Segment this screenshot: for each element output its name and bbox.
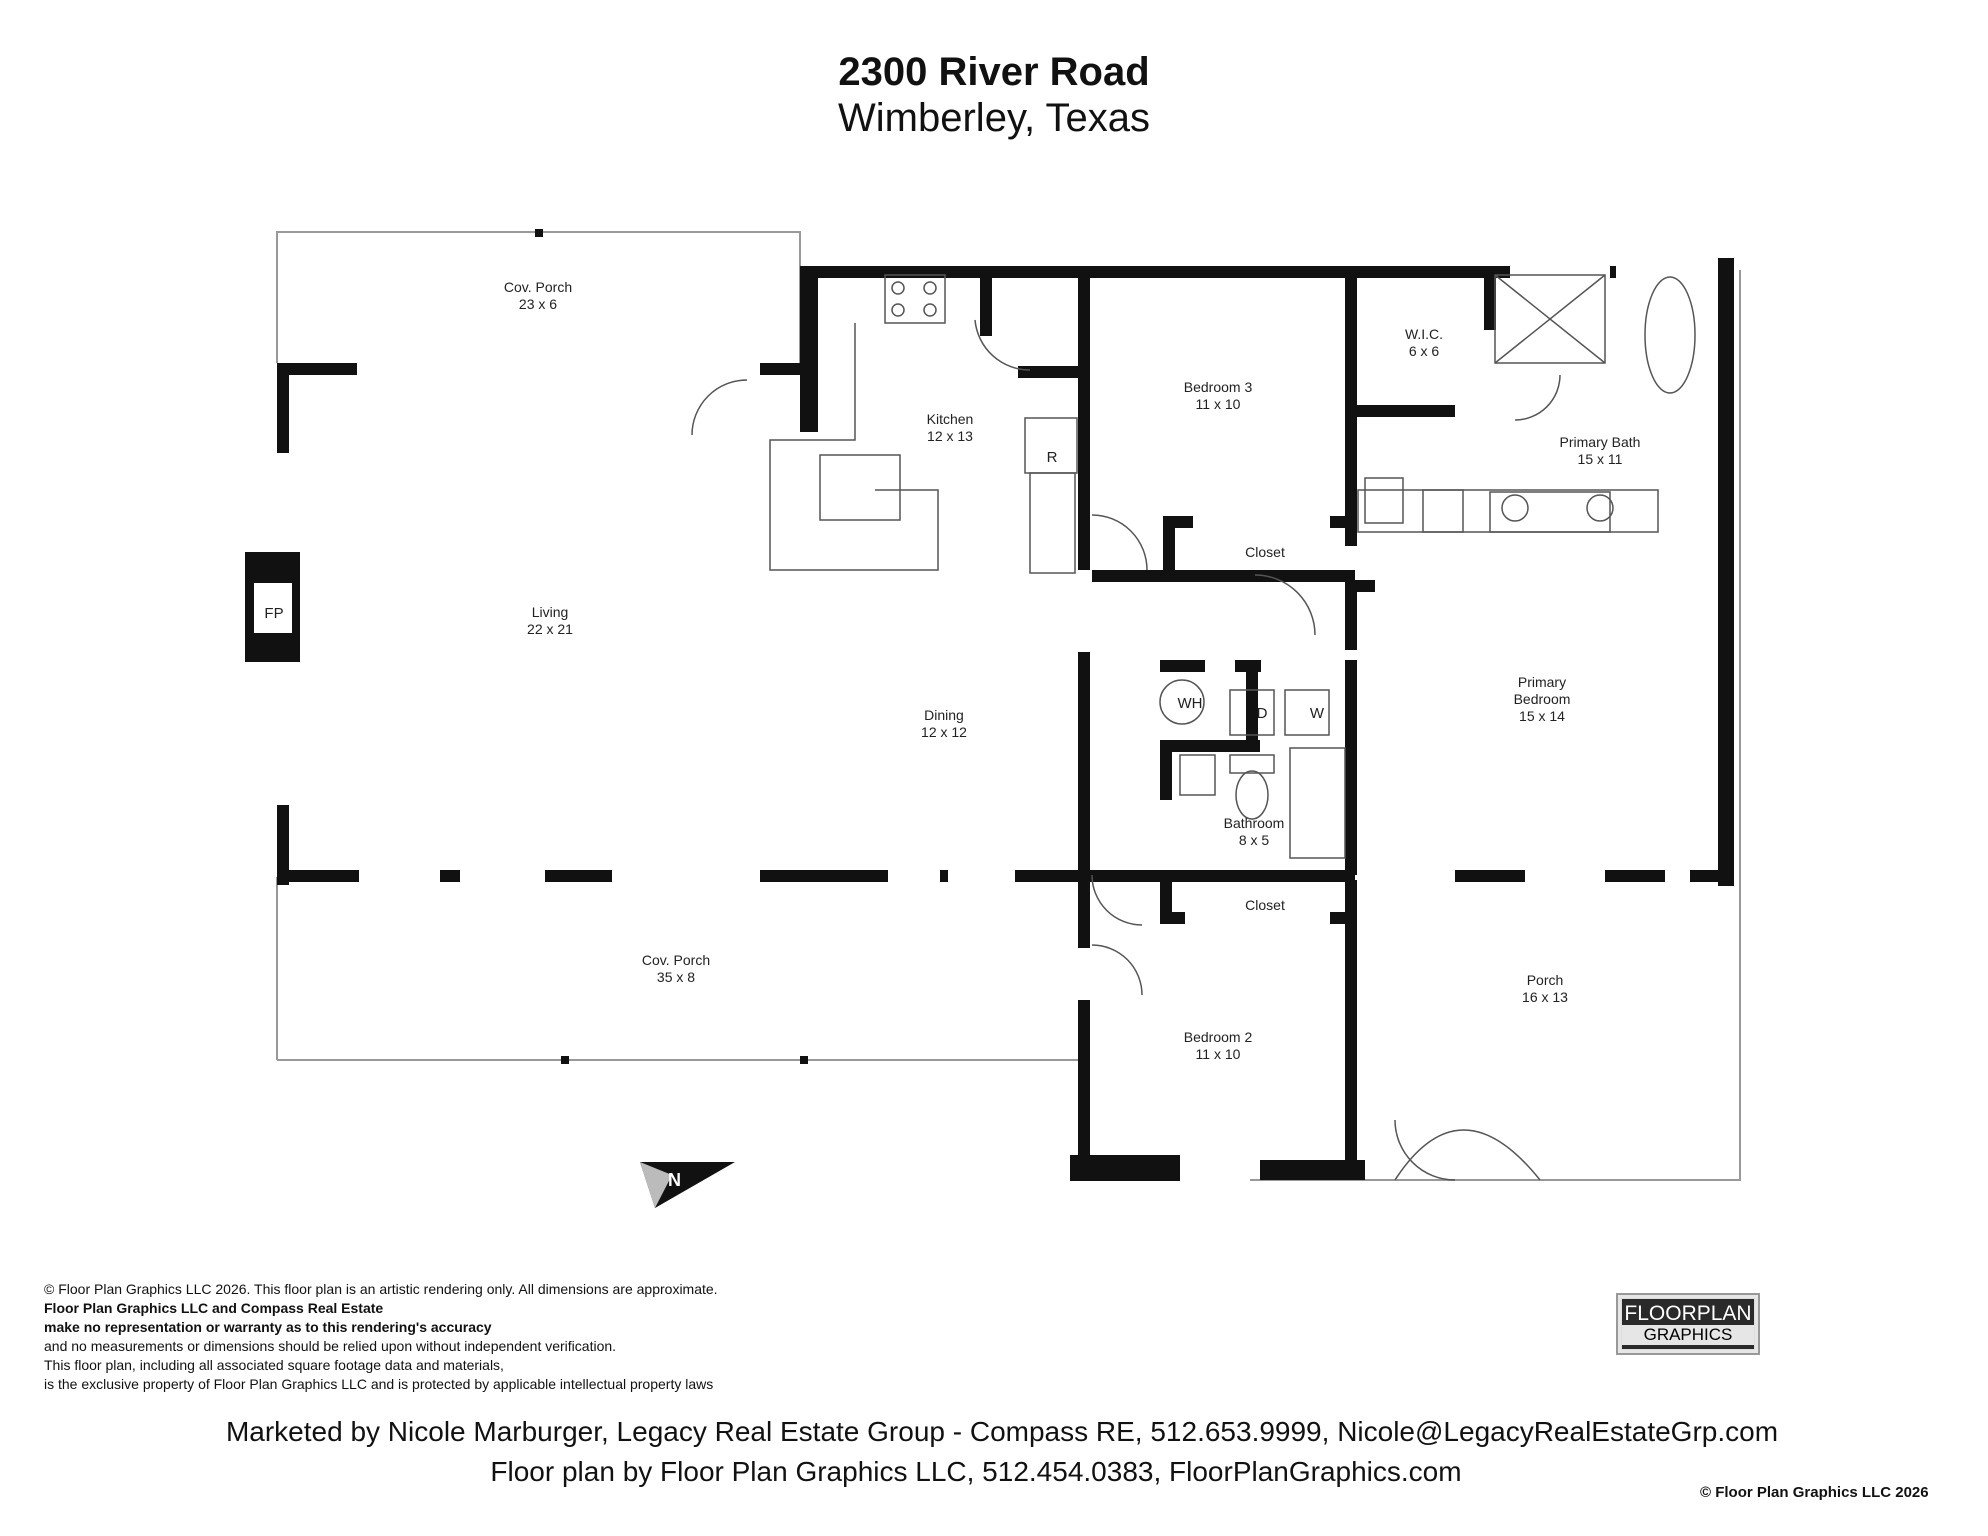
footer-marketed-by: Marketed by Nicole Marburger, Legacy Rea…: [225, 1416, 1779, 1447]
dims-bedroom-2: 11 x 10: [1196, 1046, 1241, 1062]
interior-walls: [980, 266, 1496, 1170]
north-arrow-icon: N: [640, 1162, 735, 1208]
fireplace-label: FP: [264, 605, 283, 622]
plan-address: 2300 River Road: [838, 50, 1150, 94]
label-porch: Porch: [1527, 972, 1564, 988]
label-primary-bedroom-line1: Primary: [1518, 674, 1566, 690]
label-primary-bath: Primary Bath: [1560, 434, 1641, 450]
label-bedroom-3: Bedroom 3: [1184, 379, 1253, 395]
logo-line-1: FLOORPLAN: [1624, 1302, 1752, 1325]
exterior-walls: [245, 258, 1734, 1181]
water-heater-label: WH: [1178, 695, 1203, 712]
disclaimer-line-2: Floor Plan Graphics LLC and Compass Real…: [44, 1300, 384, 1316]
label-living: Living: [532, 604, 569, 620]
svg-text:N: N: [668, 1170, 681, 1190]
label-closet-bedroom-3: Closet: [1245, 544, 1285, 560]
dims-primary-bedroom: 15 x 14: [1519, 708, 1565, 724]
disclaimer-line-5: This floor plan, including all associate…: [44, 1357, 504, 1373]
label-bedroom-2: Bedroom 2: [1184, 1029, 1253, 1045]
fireplace: FP: [252, 581, 294, 635]
room-labels: Cov. Porch 23 x 6 Kitchen 12 x 13 Bedroo…: [504, 279, 1641, 1062]
disclaimer-line-6: is the exclusive property of Floor Plan …: [44, 1376, 714, 1392]
dims-bedroom-3: 11 x 10: [1196, 396, 1241, 412]
label-cov-porch-bottom: Cov. Porch: [642, 952, 710, 968]
dims-cov-porch-bottom: 35 x 8: [657, 969, 695, 985]
appliance-labels: R WH D W: [1047, 449, 1325, 722]
label-bathroom: Bathroom: [1224, 815, 1285, 831]
plan-city: Wimberley, Texas: [838, 96, 1150, 140]
label-wic: W.I.C.: [1405, 326, 1443, 342]
dims-porch: 16 x 13: [1522, 989, 1568, 1005]
washer-label: W: [1310, 705, 1325, 722]
label-cov-porch-top: Cov. Porch: [504, 279, 572, 295]
disclaimer: © Floor Plan Graphics LLC 2026. This flo…: [44, 1280, 944, 1394]
dims-cov-porch-top: 23 x 6: [519, 296, 557, 312]
dims-primary-bath: 15 x 11: [1578, 451, 1623, 467]
disclaimer-line-4: and no measurements or dimensions should…: [44, 1338, 617, 1354]
label-kitchen: Kitchen: [927, 411, 974, 427]
dims-bathroom: 8 x 5: [1239, 832, 1270, 848]
footer-floor-plan-by: Floor plan by Floor Plan Graphics LLC, 5…: [490, 1456, 1462, 1487]
dims-dining: 12 x 12: [921, 724, 967, 740]
label-primary-bedroom-line2: Bedroom: [1514, 691, 1571, 707]
fixtures-lines: [691, 274, 1696, 1181]
dryer-label: D: [1257, 705, 1268, 722]
dims-wic: 6 x 6: [1409, 343, 1440, 359]
label-dining: Dining: [924, 707, 964, 723]
label-closet-bedroom-2: Closet: [1245, 897, 1285, 913]
logo-line-2: GRAPHICS: [1622, 1325, 1754, 1345]
dims-living: 22 x 21: [527, 621, 573, 637]
refrigerator-label: R: [1047, 449, 1058, 466]
dims-kitchen: 12 x 13: [927, 428, 973, 444]
disclaimer-line-1: © Floor Plan Graphics LLC 2026. This flo…: [44, 1281, 718, 1297]
disclaimer-line-3: make no representation or warranty as to…: [44, 1319, 492, 1335]
footer-copyright: © Floor Plan Graphics LLC 2026: [1700, 1484, 1929, 1501]
floorplan-graphics-logo: FLOORPLAN GRAPHICS: [1616, 1293, 1760, 1355]
